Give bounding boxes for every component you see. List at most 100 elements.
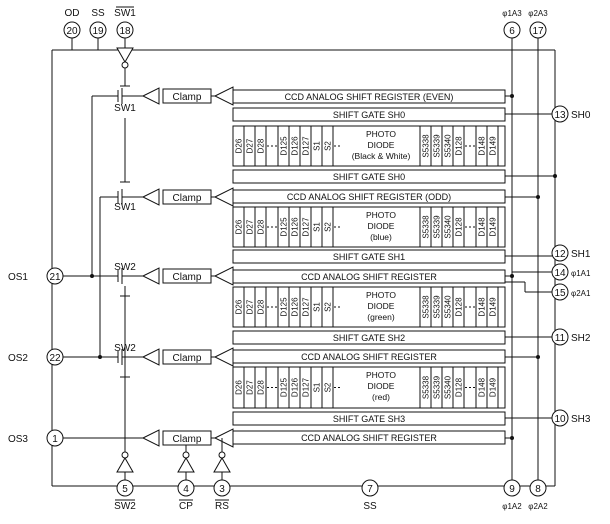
clock-bus	[511, 38, 539, 480]
pixel-label: D128	[455, 136, 464, 156]
svg-text:9: 9	[509, 484, 515, 495]
pixel-cell	[321, 125, 334, 167]
pixel-label: D26	[235, 219, 244, 234]
pixel-label: S5338	[422, 375, 431, 399]
register-even: CCD ANALOG SHIFT REGISTER (EVEN)	[285, 92, 454, 102]
pixel-cell	[486, 366, 499, 409]
pixel-label: S5340	[444, 134, 453, 158]
pixel-label: D125	[280, 297, 289, 317]
svg-text:OD: OD	[65, 8, 80, 19]
pin-phi2a2: 8 φ2A2	[528, 479, 548, 511]
clamp-label-3: Clamp	[173, 272, 202, 283]
svg-text:1: 1	[52, 434, 58, 445]
sw1-label-b: SW1	[114, 202, 136, 213]
right-bus	[505, 95, 555, 439]
shift-gate-sh2: SHIFT GATE SH2	[333, 333, 405, 343]
sw2-label-a: SW2	[114, 262, 136, 273]
svg-text:21: 21	[49, 272, 61, 283]
svg-text:φ1A1: φ1A1	[571, 269, 591, 278]
pin-phi2a1: 15 φ2A1	[538, 283, 591, 301]
pixel-label: D27	[246, 219, 255, 234]
bottom-pin-lines	[124, 472, 371, 486]
svg-text:5: 5	[122, 484, 128, 495]
pin-rs: 3 RS	[213, 479, 231, 512]
pin-phi1a3: φ1A3 6	[502, 9, 522, 39]
clamp-row-3	[141, 266, 234, 286]
svg-text:OS3: OS3	[8, 434, 28, 445]
pixel-label: S1	[313, 382, 322, 392]
svg-text:φ1A3: φ1A3	[502, 9, 522, 18]
switch-sw1-a	[92, 80, 143, 104]
svg-text:6: 6	[509, 26, 515, 37]
pixel-label: D127	[302, 377, 311, 397]
pixel-cell	[321, 366, 334, 409]
pixel-label: S5340	[444, 215, 453, 239]
photodiode-color: (green)	[367, 312, 395, 322]
pixel-label: D148	[478, 217, 487, 237]
pin-ss-bottom: 7 SS	[361, 479, 379, 512]
pixel-label: D127	[302, 217, 311, 237]
pixel-label: D126	[291, 377, 300, 397]
register-odd: CCD ANALOG SHIFT REGISTER (ODD)	[287, 192, 451, 202]
svg-text:SS: SS	[363, 501, 377, 512]
photodiode-title-2: DIODE	[368, 140, 395, 150]
pixel-label: D28	[257, 299, 266, 314]
svg-text:7: 7	[367, 484, 373, 495]
pixel-cell	[452, 125, 465, 167]
svg-text:19: 19	[92, 26, 104, 37]
pixel-label: S1	[313, 222, 322, 232]
svg-text:OS1: OS1	[8, 272, 28, 283]
clamp-row-5	[141, 428, 234, 448]
pixel-label: D26	[235, 299, 244, 314]
bottom-inverters	[116, 438, 231, 473]
svg-text:SH2: SH2	[571, 333, 591, 344]
sw1-label-a: SW1	[114, 103, 136, 114]
pixel-cell	[254, 366, 267, 409]
pin-cp: 4 CP	[177, 479, 195, 512]
svg-text:3: 3	[219, 484, 225, 495]
clamp-label-4: Clamp	[173, 353, 202, 364]
pin-os1: OS1 21	[8, 267, 64, 285]
clamp-label-2: Clamp	[173, 193, 202, 204]
pixel-cell	[321, 206, 334, 248]
pixel-label: D28	[257, 138, 266, 153]
sw1-inverter	[116, 47, 134, 80]
pixel-label: D128	[455, 297, 464, 317]
shift-gate-sh0-a: SHIFT GATE SH0	[333, 110, 405, 120]
svg-text:18: 18	[119, 26, 131, 37]
pixel-label: S5339	[433, 134, 442, 158]
svg-text:OS2: OS2	[8, 353, 28, 364]
pin-phi2a3: φ2A3 17	[528, 9, 548, 39]
svg-text:φ2A2: φ2A2	[528, 502, 548, 511]
svg-text:φ2A3: φ2A3	[528, 9, 548, 18]
pixel-label: D149	[489, 297, 498, 317]
svg-text:SW1: SW1	[114, 8, 136, 19]
pixel-label: D127	[302, 136, 311, 156]
pixel-label: D125	[280, 377, 289, 397]
pin-sh2: 11 SH2	[551, 328, 591, 346]
svg-text:SH0: SH0	[571, 110, 591, 121]
svg-text:11: 11	[555, 333, 566, 344]
pixel-label: D127	[302, 297, 311, 317]
pixel-label: S2	[324, 141, 333, 151]
pixel-cell	[452, 206, 465, 248]
pin-sh0: 13 SH0	[551, 105, 591, 123]
pixel-label: D128	[455, 377, 464, 397]
pin-phi1a1: 14 φ1A1	[512, 263, 591, 281]
pixel-cell	[486, 206, 499, 248]
pin-sh1: 12 SH1	[551, 244, 591, 262]
svg-text:SH3: SH3	[571, 414, 591, 425]
switch-sw2-a	[92, 268, 143, 297]
pixel-label: S5338	[422, 215, 431, 239]
pin-os3: OS3 1	[8, 429, 64, 447]
pixel-cell	[321, 286, 334, 328]
svg-text:13: 13	[554, 110, 566, 121]
pixel-label: S1	[313, 141, 322, 151]
switch-sw2-b	[100, 349, 143, 378]
svg-text:CP: CP	[179, 501, 193, 512]
svg-text:22: 22	[49, 353, 61, 364]
svg-text:20: 20	[66, 26, 78, 37]
photodiode-color: (red)	[372, 392, 390, 402]
